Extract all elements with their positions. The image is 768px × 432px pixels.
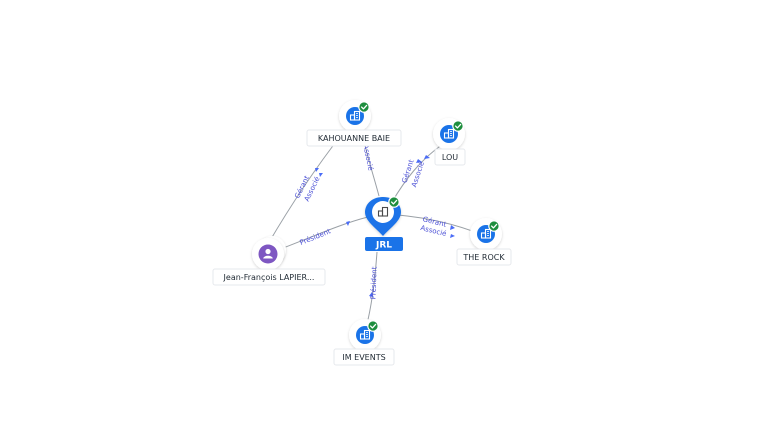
edge-center-imevents[interactable]: Président: [365, 251, 379, 329]
verified-check-icon: [452, 120, 464, 132]
verified-check-icon: [367, 320, 379, 332]
edge-label: Président: [299, 227, 333, 247]
building-icon: [377, 206, 389, 217]
node-person[interactable]: Jean-François LAPIER...: [212, 236, 326, 286]
edge-person-kahouanne[interactable]: Gérant Associé: [267, 133, 343, 245]
node-center-jrl[interactable]: JRL: [365, 196, 403, 251]
node-label: KAHOUANNE BAIE: [318, 134, 390, 143]
verified-check-icon: [388, 196, 400, 208]
node-kahouanne-baie[interactable]: KAHOUANNE BAIE: [306, 100, 402, 147]
node-label: IM EVENTS: [342, 353, 385, 362]
node-label: LOU: [442, 153, 458, 162]
center-node-label: JRL: [375, 241, 392, 251]
verified-check-icon: [358, 101, 370, 113]
edge-person-center[interactable]: Président: [277, 216, 369, 251]
node-the-rock[interactable]: THE ROCK: [456, 218, 512, 266]
node-label: Jean-François LAPIER...: [223, 273, 315, 282]
edge-center-therock[interactable]: Gérant Associé: [397, 214, 481, 238]
node-im-events[interactable]: IM EVENTS: [333, 319, 395, 366]
edge-label: Associé: [361, 144, 374, 172]
person-icon: [263, 248, 273, 259]
node-label: THE ROCK: [462, 253, 505, 262]
verified-check-icon: [488, 220, 500, 232]
edge-label: Président: [369, 266, 378, 299]
node-lou[interactable]: LOU: [433, 118, 466, 166]
